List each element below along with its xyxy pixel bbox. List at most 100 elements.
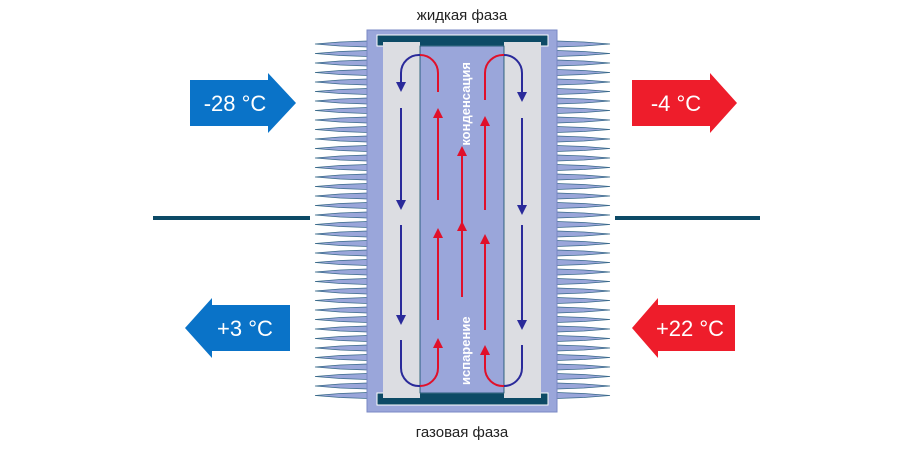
fin-left <box>314 116 368 124</box>
arrow-down-icon <box>517 205 527 215</box>
fin-left <box>314 164 368 171</box>
cold-in-temp: -28 °C <box>204 91 267 116</box>
fin-left <box>314 316 368 323</box>
fin-right <box>556 268 611 276</box>
fin-right <box>556 335 611 342</box>
vapor-loop-bottom-left <box>419 345 439 387</box>
fin-left <box>314 183 368 190</box>
arrow-up-icon <box>433 228 443 238</box>
arrow-down-icon <box>396 82 406 92</box>
cold-out-arrow <box>185 298 290 358</box>
return-loop-top-right <box>503 54 523 95</box>
fin-right <box>556 107 611 114</box>
arrow-up-icon <box>457 221 467 231</box>
fin-right <box>556 259 611 266</box>
fin-left <box>314 50 368 57</box>
fin-right <box>556 164 611 171</box>
return-loop-bottom-left <box>399 340 421 388</box>
fin-right <box>556 202 611 209</box>
fin-left <box>314 344 368 352</box>
fin-left <box>314 287 368 295</box>
fin-left <box>314 69 368 76</box>
fin-right <box>556 154 611 162</box>
fin-right <box>556 392 611 399</box>
fin-right <box>556 230 611 238</box>
return-loop-top-left <box>399 53 421 82</box>
fin-left <box>314 135 368 143</box>
arrow-up-icon <box>433 108 443 118</box>
cold-out-temp: +3 °C <box>217 316 273 341</box>
fin-right <box>556 59 611 67</box>
fin-right <box>556 287 611 295</box>
fin-right <box>556 192 611 200</box>
fin-right <box>556 240 611 247</box>
warm-out-arrow <box>632 73 737 133</box>
flow-arrows <box>396 53 527 388</box>
fin-right <box>556 344 611 352</box>
fin-right <box>556 354 611 361</box>
fin-left <box>314 249 368 257</box>
fin-left <box>314 306 368 314</box>
condensation-label: конденсация <box>458 62 473 146</box>
fin-left <box>314 240 368 247</box>
arrow-down-icon <box>517 320 527 330</box>
fin-left <box>314 354 368 361</box>
fin-left <box>314 221 368 228</box>
fin-right <box>556 40 611 48</box>
fin-left <box>314 202 368 209</box>
fin-right <box>556 297 611 304</box>
arrow-up-icon <box>433 338 443 348</box>
fin-left <box>314 154 368 162</box>
fin-left <box>314 59 368 67</box>
fin-left <box>314 278 368 285</box>
fin-right <box>556 97 611 105</box>
warm-in-arrow <box>632 298 735 358</box>
fin-right <box>556 221 611 228</box>
arrow-down-icon <box>517 92 527 102</box>
evaporation-label: испарение <box>458 316 473 385</box>
warm-in-temp: +22 °C <box>656 316 724 341</box>
fin-left <box>314 335 368 342</box>
warm-out-temp: -4 °C <box>651 91 701 116</box>
fin-right <box>556 325 611 333</box>
gas-phase-label: газовая фаза <box>416 424 509 441</box>
vapor-loop-top-left <box>419 54 439 92</box>
fin-left <box>314 230 368 238</box>
fin-right <box>556 249 611 257</box>
fin-right <box>556 145 611 152</box>
fin-left <box>314 373 368 380</box>
fin-left <box>314 363 368 371</box>
fin-right <box>556 116 611 124</box>
arrow-up-icon <box>457 146 467 156</box>
arrow-up-icon <box>480 234 490 244</box>
arrow-up-icon <box>480 345 490 355</box>
fin-left <box>314 173 368 181</box>
fin-left <box>314 211 368 219</box>
vapor-loop-bottom-right <box>483 350 505 388</box>
fin-right <box>556 88 611 95</box>
fin-right <box>556 306 611 314</box>
arrow-up-icon <box>480 116 490 126</box>
fin-right <box>556 363 611 371</box>
arrow-down-icon <box>396 200 406 210</box>
fin-left <box>314 259 368 266</box>
cold-in-arrow <box>190 73 296 133</box>
arrow-down-icon <box>396 315 406 325</box>
fin-left <box>314 268 368 276</box>
fin-right <box>556 78 611 86</box>
vapor-loop-top-right <box>483 53 505 100</box>
fin-left <box>314 297 368 304</box>
fin-left <box>314 145 368 152</box>
fin-right <box>556 382 611 390</box>
fin-right <box>556 69 611 76</box>
fin-right <box>556 316 611 323</box>
fin-left <box>314 107 368 114</box>
fin-right <box>556 173 611 181</box>
fin-left <box>314 392 368 399</box>
liquid-phase-label: жидкая фаза <box>417 7 508 24</box>
wick-left <box>383 42 420 398</box>
fin-right <box>556 183 611 190</box>
fin-right <box>556 126 611 133</box>
fin-right <box>556 278 611 285</box>
